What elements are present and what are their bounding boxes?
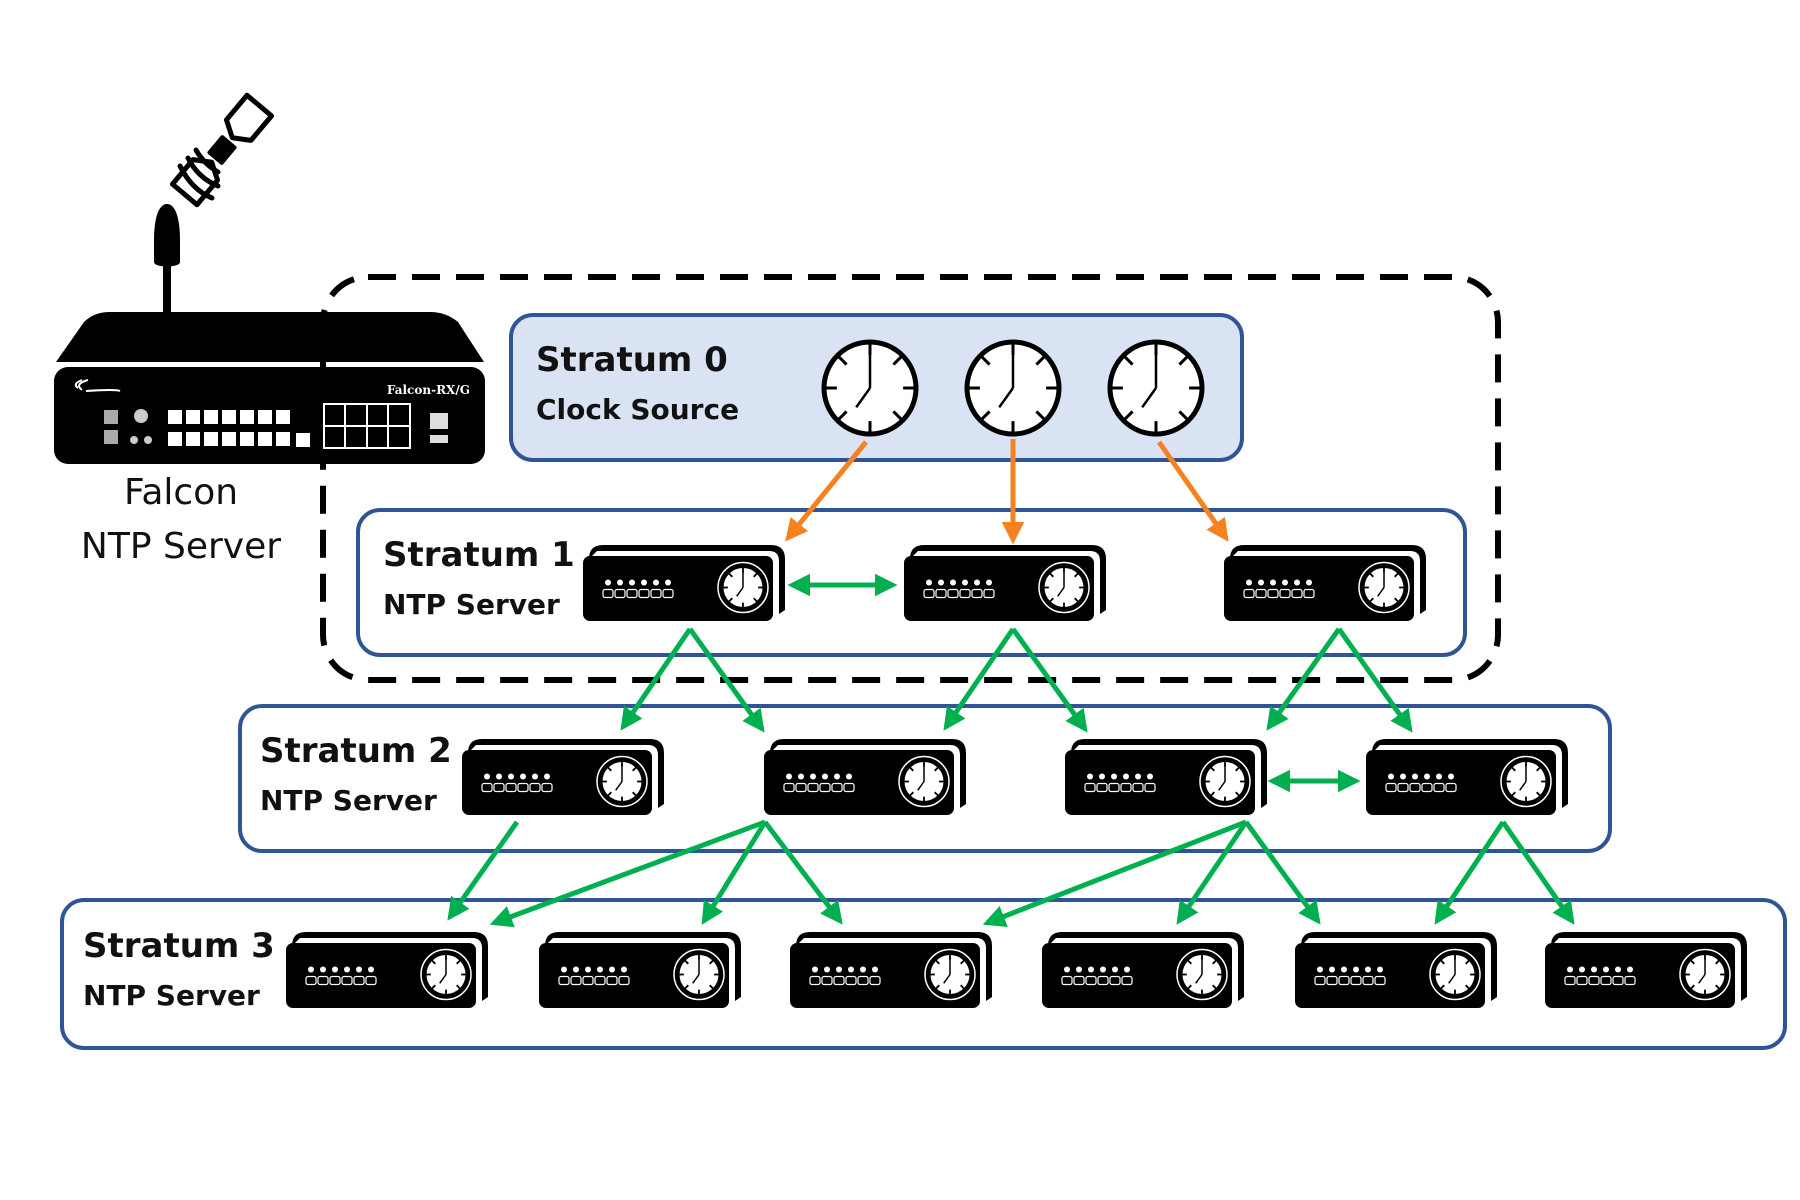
ntp-server-icon xyxy=(1224,545,1426,621)
ntp-server-icon xyxy=(904,545,1106,621)
sync-link-arrow xyxy=(447,820,520,921)
ntp-server-icon xyxy=(1065,739,1267,815)
source-link-arrow xyxy=(785,440,868,542)
sync-link-arrow xyxy=(1336,627,1413,733)
falcon-label-line2: NTP Server xyxy=(80,526,282,567)
falcon-label-line1: Falcon xyxy=(123,472,239,513)
stratum-1-title: Stratum 1 xyxy=(383,535,575,575)
sync-link-arrow xyxy=(982,819,1247,927)
sync-link-arrow xyxy=(489,819,766,928)
stratum-3-title: Stratum 3 xyxy=(83,926,275,966)
clock-icon xyxy=(821,339,919,437)
sync-link-arrow xyxy=(620,627,693,731)
sync-link-arrow xyxy=(943,627,1016,731)
sync-link-arrow xyxy=(1243,820,1321,925)
ntp-server-icon xyxy=(1295,932,1497,1008)
stratum-1-subtitle: NTP Server xyxy=(383,588,560,621)
sync-link-arrow xyxy=(1500,820,1575,925)
ntp-server-icon xyxy=(1366,739,1568,815)
ntp-server-icon xyxy=(583,545,785,621)
sync-link-arrow xyxy=(763,820,843,925)
stratum-3-subtitle: NTP Server xyxy=(83,979,260,1012)
ntp-server-icon xyxy=(286,932,488,1008)
falcon-scope-boundary xyxy=(320,274,1501,683)
gps-antenna-icon xyxy=(154,204,180,314)
sync-link-arrow xyxy=(1266,627,1342,731)
ntp-server-icon xyxy=(539,932,741,1008)
ntp-server-icon xyxy=(764,739,966,815)
sync-link-arrow xyxy=(1176,820,1249,925)
ntp-server-icon xyxy=(1042,932,1244,1008)
sync-link-arrow xyxy=(687,627,765,733)
source-link-arrow xyxy=(1156,440,1229,542)
ntp-server-icon xyxy=(1545,932,1747,1008)
sync-link-arrow xyxy=(1434,820,1506,925)
satellite-icon xyxy=(169,92,275,208)
falcon-model-label: Falcon-RX/G xyxy=(387,383,470,397)
sync-link-arrow xyxy=(701,820,768,925)
clock-icon xyxy=(964,339,1062,437)
falcon-device-icon: Falcon-RX/G xyxy=(54,312,485,464)
stratum-2-title: Stratum 2 xyxy=(260,731,452,771)
stratum-0-subtitle: Clock Source xyxy=(536,393,740,426)
ntp-server-icon xyxy=(462,739,664,815)
signal-waves-icon xyxy=(177,147,221,201)
stratum-0-title: Stratum 0 xyxy=(536,340,728,380)
ntp-server-icon xyxy=(790,932,992,1008)
stratum-2-subtitle: NTP Server xyxy=(260,784,437,817)
clock-icon xyxy=(1107,339,1205,437)
sync-link-arrow xyxy=(1010,627,1088,733)
